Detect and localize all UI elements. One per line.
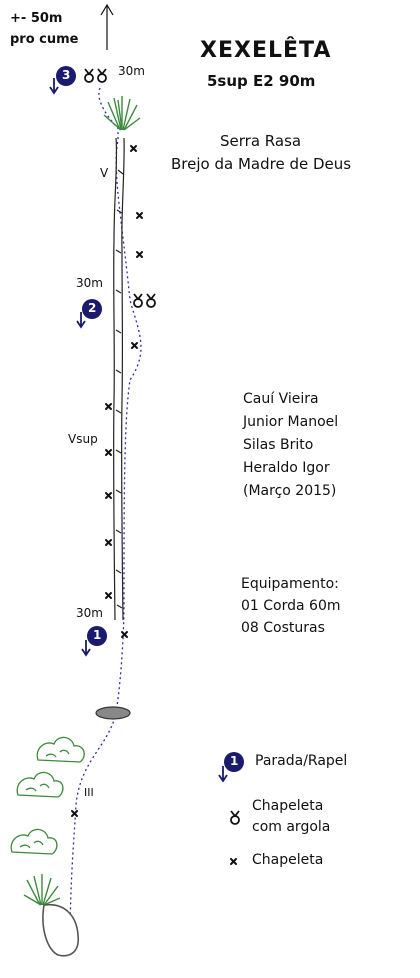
legend-station-number: 1 [230,754,239,768]
bush-icon [16,771,64,798]
bolt-icon [130,145,137,152]
ring-bolt-icon [146,293,156,308]
bush-icon [36,736,85,763]
ring-bolts [84,68,240,825]
bolt-icon [230,858,237,865]
summit-note-line2: pro cume [10,32,79,47]
location-town: Brejo da Madre de Deus [171,155,352,173]
pitch-grade: III [84,786,94,799]
legend-ring-bolt-line1: Chapeleta [252,798,324,814]
climber-name: Silas Brito [243,437,314,453]
legend-station-label: Parada/Rapel [255,753,348,769]
ring-bolt-icon [230,810,240,825]
boulder [42,904,80,957]
route-grade: 5sup E2 90m [207,72,316,90]
climber-name: Heraldo Igor [243,460,330,476]
station-3-marker [49,66,76,95]
climber-name: Cauí Vieira [243,391,319,407]
pitch-grade: V [100,166,109,180]
pitch-length: 30m [76,606,103,620]
pitch-grade: Vsup [68,432,98,446]
bolt-markers [71,145,237,865]
station-number: 3 [62,68,71,82]
legend-bolt-label: Chapeleta [252,852,324,868]
route-line [69,87,142,951]
equipment-list: Equipamento: 01 Corda 60m 08 Costuras [241,573,340,639]
station-1-marker [81,626,107,657]
bolt-icon [105,492,112,499]
climbers-list: Cauí Vieira Junior Manoel Silas Brito He… [243,388,338,503]
summit-note: +- 50m pro cume [10,8,79,50]
summit-arrow-icon [100,3,114,50]
crack-feature [112,137,125,621]
equipment-item: 08 Costuras [241,620,325,636]
bolt-icon [136,251,143,258]
bolt-icon [105,592,112,599]
bolt-icon [105,449,112,456]
bush-icon [10,828,58,855]
summit-note-line1: +- 50m [10,11,63,26]
route-title: XEXELÊTA [200,38,332,63]
pitch-length: 30m [76,276,103,290]
legend-ring-bolt-label: Chapeleta com argola [252,796,330,838]
bolt-icon [136,212,143,219]
legend-station-marker [218,752,244,783]
plant-icon [23,874,61,906]
station-2-marker [76,299,102,329]
climber-name: Junior Manoel [243,414,339,430]
bolt-icon [121,631,128,638]
station-number: 2 [88,301,97,315]
ring-bolt-icon [84,68,94,83]
plant-icon [103,96,141,131]
station-number: 1 [93,628,102,642]
location-area: Serra Rasa [220,132,302,150]
bolt-icon [71,810,78,817]
legend-ring-bolt-line2: com argola [252,819,331,835]
ring-bolt-icon [97,68,107,83]
rock-hole [95,706,131,720]
bolt-icon [105,403,112,410]
ascent-date: (Março 2015) [243,483,337,499]
bolt-icon [105,539,112,546]
equipment-item: 01 Corda 60m [241,598,341,614]
pitch-length: 30m [118,64,145,78]
bolt-icon [131,342,138,349]
equipment-heading: Equipamento: [241,576,339,592]
ring-bolt-icon [133,293,143,308]
